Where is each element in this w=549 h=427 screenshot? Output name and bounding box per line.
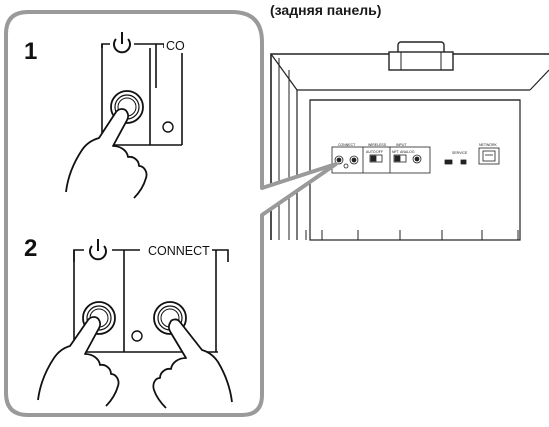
panel-label-connect: CONNECT — [338, 143, 356, 147]
panel-label-wireless: WIRELESS — [368, 143, 387, 147]
connect-label-1: CO — [164, 39, 187, 53]
step-number-2: 2 — [24, 235, 38, 262]
rear-panel-labels: CONNECT WIRELESS INPUT AUTO OFF NFT ANAL… — [338, 143, 498, 155]
power-icon — [113, 32, 131, 54]
device-rear-view: CONNECT WIRELESS INPUT AUTO OFF NFT ANAL… — [270, 41, 549, 241]
connect-label-2: CONNECT — [146, 244, 212, 258]
hand-icon — [37, 316, 120, 407]
panel-label-input: INPUT — [396, 143, 407, 147]
usb-port-icon — [444, 159, 453, 165]
panel-label-off: OFF — [376, 150, 383, 154]
panel-label-network: NETWORK — [479, 143, 498, 147]
step-2-drawing — [37, 239, 233, 409]
panel-label-nft: NFT — [392, 150, 400, 154]
indicator-led-icon — [162, 121, 174, 133]
panel-label-auto: AUTO — [366, 150, 376, 154]
panel-label-service: SERVICE — [452, 151, 468, 155]
step-1-drawing — [65, 32, 183, 199]
indicator-led-icon — [131, 330, 143, 342]
service-port-icon — [460, 159, 467, 165]
hand-icon — [152, 318, 233, 409]
rear-panel-caption: (задняя панель) — [270, 2, 382, 18]
hand-icon — [65, 108, 148, 199]
panel-label-analog: ANALOG — [400, 150, 415, 154]
power-icon — [89, 239, 107, 261]
step-number-1: 1 — [24, 38, 38, 65]
rear-control-panel — [331, 146, 500, 174]
